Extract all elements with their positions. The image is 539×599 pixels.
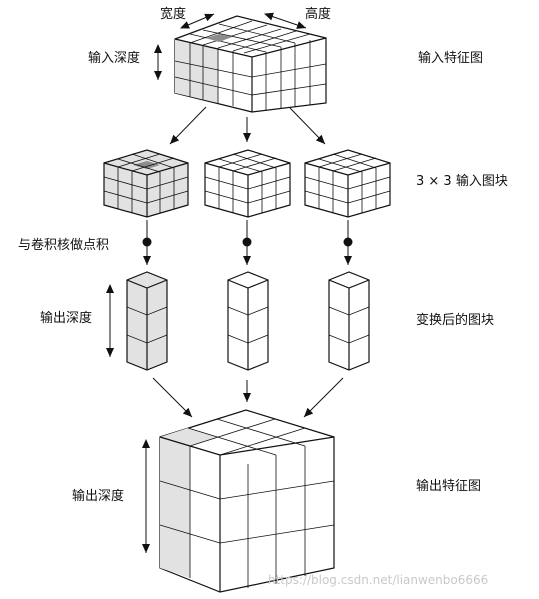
- dot-product-node-3: [343, 237, 353, 247]
- input-feature-map-block: [174, 15, 327, 113]
- input-patch-3: [304, 149, 391, 218]
- height-arrow: [264, 12, 307, 29]
- output-vector-2: [227, 271, 269, 371]
- output-feature-map-block: [159, 409, 335, 593]
- output-vector-3: [328, 271, 370, 371]
- input-depth-label: 输入深度: [88, 50, 140, 66]
- patches-label: 3 × 3 输入图块: [416, 173, 508, 189]
- height-label: 高度: [305, 6, 331, 22]
- arrow-to-output-1: [152, 377, 193, 418]
- input-patch-2: [204, 149, 291, 218]
- input-feature-map-label: 输入特征图: [418, 50, 483, 66]
- output-vector-1: [126, 271, 168, 371]
- transformed-patches-label: 变换后的图块: [416, 312, 494, 328]
- arrow-to-patch-1: [169, 106, 207, 145]
- dot-product-node-2: [242, 237, 252, 247]
- input-patch-1: [103, 149, 189, 218]
- dot-product-node-1: [142, 237, 152, 247]
- dot-product-connectors: [142, 220, 353, 265]
- output-depth-label-mid: 输出深度: [40, 310, 92, 326]
- output-depth-label-bottom: 输出深度: [72, 488, 124, 504]
- arrow-to-output-3: [303, 377, 344, 418]
- watermark: https://blog.csdn.net/lianwenbo6666: [268, 573, 488, 587]
- width-label: 宽度: [160, 6, 186, 22]
- dot-product-label: 与卷积核做点积: [18, 237, 109, 253]
- arrow-to-patch-3: [289, 107, 326, 145]
- output-feature-map-label: 输出特征图: [416, 478, 481, 494]
- width-arrow: [180, 13, 215, 29]
